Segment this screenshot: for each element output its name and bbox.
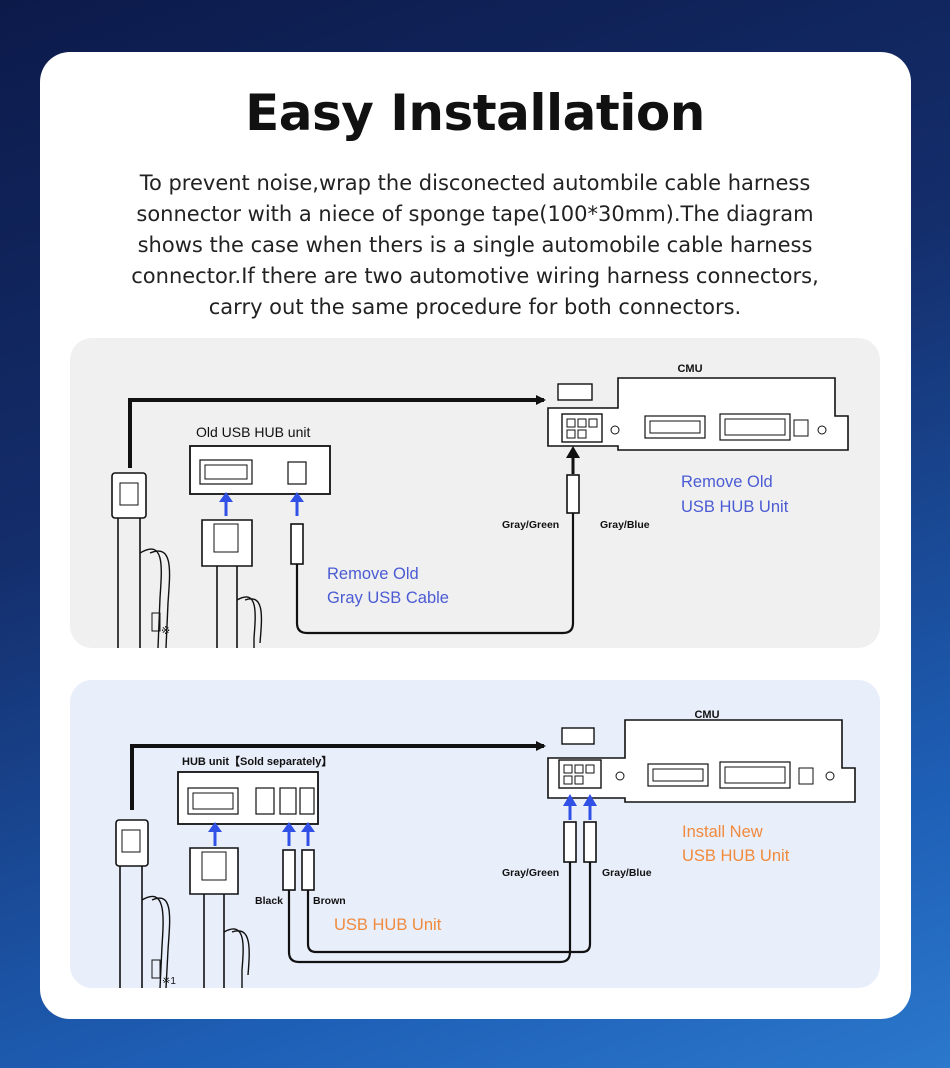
hub-label: Old USB HUB unit [196,424,310,440]
description-line: sonnector with a niece of sponge tape(10… [136,202,814,226]
description: To prevent noise,wrap the disconected au… [100,168,850,323]
note-mark: ※1 [162,976,176,987]
hub-side-harness [189,847,250,988]
wire-label-gray-green: Gray/Green [502,867,559,879]
callout-install-unit-line2: USB HUB Unit [682,847,790,865]
blue-arrow-head [583,794,597,806]
page-title: Easy Installation [245,84,705,142]
route-arrow [128,395,546,468]
car-harness-connector [111,472,171,648]
callout-usb-hub-cable: USB HUB Unit [334,916,442,934]
diagram-install-new: CMU HUB unit【Sold separately】 ※1 [70,680,880,988]
callout-remove-unit-line2: USB HUB Unit [681,498,789,516]
route-arrow [130,741,546,810]
cmu-unit [547,719,856,803]
hub-label: HUB unit【Sold separately】 [182,755,332,768]
old-hub-unit [189,445,331,495]
car-harness-connector [115,819,171,988]
wire-label-gray-green: Gray/Green [502,519,559,531]
description-line: To prevent noise,wrap the disconected au… [139,171,811,195]
black-arrow-head [566,446,580,458]
description-line: carry out the same procedure for both co… [208,295,742,319]
callout-install-unit-line1: Install New [682,823,763,841]
cmu-unit [547,377,849,451]
hub-side-harness [201,519,263,648]
description-line: connector.If there are two automotive wi… [131,264,819,288]
wire-label-gray-blue: Gray/Blue [600,519,650,531]
wire-label-gray-blue: Gray/Blue [602,867,652,879]
blue-arrow-head [563,794,577,806]
blue-arrow-head [301,822,315,832]
gray-usb-cable [290,474,580,635]
wire-label-black: Black [255,895,283,907]
callout-remove-cable-line1: Remove Old [327,565,419,583]
callout-remove-unit-line1: Remove Old [681,473,773,491]
wiring-diagram-old: CMU Old USB HUB unit ※ [111,363,849,648]
new-hub-unit [177,771,319,825]
blue-arrow-head [219,492,233,502]
cmu-label: CMU [677,363,702,375]
blue-arrow-head [282,822,296,832]
cmu-label: CMU [694,709,719,721]
diagram-remove-old: CMU Old USB HUB unit ※ [70,338,880,648]
usb-hub-cable [282,821,597,964]
blue-arrow-head [208,822,222,832]
note-mark: ※ [161,625,170,637]
blue-arrow-head [290,492,304,502]
wire-label-brown: Brown [313,895,346,907]
callout-remove-cable-line2: Gray USB Cable [327,589,449,607]
wiring-diagram-new: CMU HUB unit【Sold separately】 ※1 [115,709,856,988]
description-line: shows the case when thers is a single au… [137,233,813,257]
